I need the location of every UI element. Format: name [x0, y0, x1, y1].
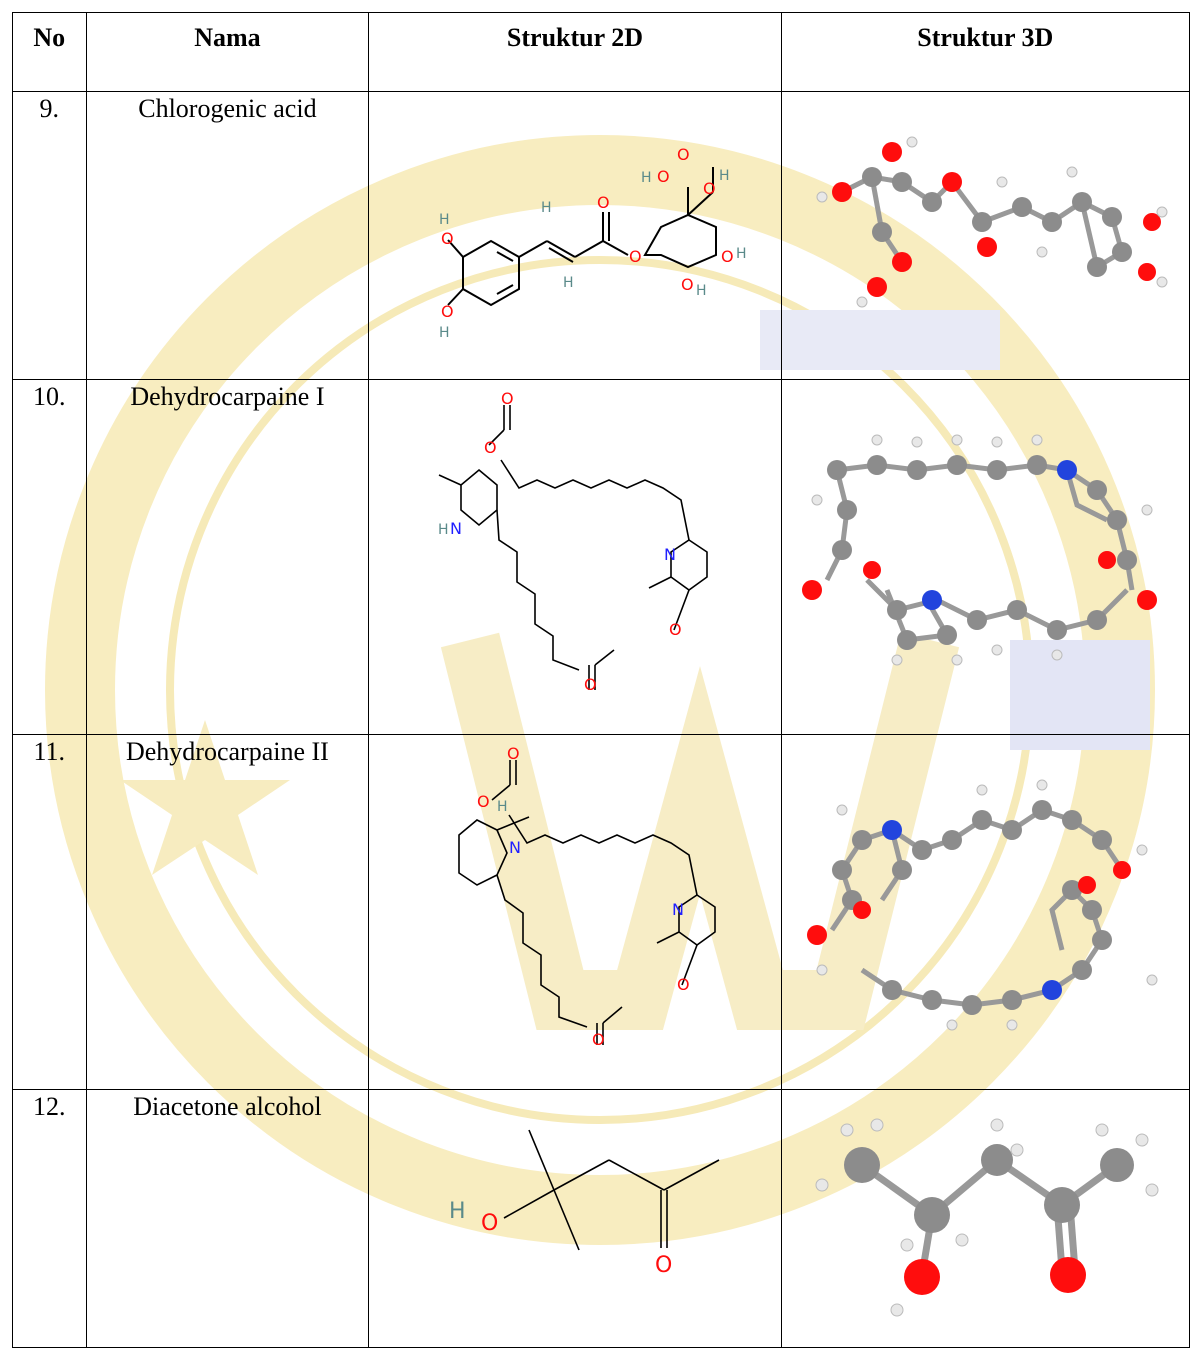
atom-label-oxygen: O — [677, 145, 690, 164]
table-row: 10. Dehydrocarpaine I — [12, 379, 1190, 735]
structure-2d-cell: H O O — [368, 1089, 782, 1348]
atom-label-oxygen: O — [681, 275, 694, 294]
structure-2d-image: O H O H H H O O H O O O H O H O H — [439, 145, 747, 341]
row-number: 11. — [12, 734, 87, 1090]
structure-3d-cell — [780, 91, 1190, 380]
atom-label-nitrogen: N — [450, 519, 462, 538]
atom-label-oxygen: O — [657, 167, 670, 186]
atom-label-oxygen: O — [501, 390, 514, 408]
atom-label-hydrogen: H — [439, 212, 450, 228]
table-header-row: No Nama Struktur 2D Struktur 3D — [12, 12, 1190, 92]
atom-label-oxygen: O — [669, 620, 682, 639]
atom-label-oxygen: O — [677, 975, 690, 994]
atom-label-oxygen: O — [507, 745, 520, 763]
atom-label-hydrogen: H — [641, 170, 652, 186]
atom-label-oxygen: O — [484, 438, 497, 457]
structure-2d-image: H O O — [449, 1129, 720, 1278]
atom-label-oxygen: O — [592, 1030, 605, 1045]
atom-label-nitrogen: N — [664, 545, 676, 564]
table-row: 9. Chlorogenic acid — [12, 91, 1190, 380]
compound-name: Chlorogenic acid — [85, 91, 370, 380]
compound-table: No Nama Struktur 2D Struktur 3D 9. Chlor… — [12, 12, 1190, 1348]
structure-2d-cell: O H O H H H O O H O O O H O H O H — [368, 91, 782, 380]
atom-label-hydrogen: H — [449, 1199, 466, 1224]
structure-3d-image — [806, 779, 1158, 1031]
atom-label-oxygen: O — [441, 229, 454, 248]
header-no: No — [12, 12, 87, 92]
atom-label-nitrogen: N — [672, 900, 684, 919]
header-struktur-2d: Struktur 2D — [368, 12, 782, 92]
row-number: 9. — [12, 91, 87, 380]
atom-label-oxygen: O — [441, 302, 454, 321]
structure-3d-image — [801, 434, 1157, 666]
atom-label-hydrogen: H — [439, 325, 450, 341]
atom-label-hydrogen: H — [438, 522, 449, 538]
atom-label-hydrogen: H — [736, 246, 747, 262]
compound-name: Diacetone alcohol — [85, 1089, 370, 1348]
atom-label-oxygen: O — [703, 179, 716, 198]
atom-label-oxygen: O — [629, 247, 642, 266]
structure-2d-image: O O H N N O O — [458, 745, 717, 1045]
atom-label-hydrogen: H — [541, 200, 552, 216]
header-nama: Nama — [85, 12, 370, 92]
atom-label-nitrogen: N — [509, 838, 521, 857]
atom-label-oxygen: O — [481, 1211, 498, 1236]
structure-2d-cell: O O H N N O O — [368, 734, 782, 1090]
row-number: 10. — [12, 379, 87, 735]
header-struktur-3d: Struktur 3D — [780, 12, 1190, 92]
structure-3d-cell — [780, 379, 1190, 735]
compound-name: Dehydrocarpaine II — [85, 734, 370, 1090]
atom-label-oxygen: O — [597, 193, 610, 212]
atom-label-oxygen: O — [721, 247, 734, 266]
structure-3d-cell — [780, 1089, 1190, 1348]
structure-3d-image — [815, 1118, 1159, 1317]
row-number: 12. — [12, 1089, 87, 1348]
atom-label-oxygen: O — [584, 675, 597, 690]
atom-label-hydrogen: H — [696, 283, 707, 299]
atom-label-oxygen: O — [655, 1253, 672, 1278]
table-row: 11. Dehydrocarpaine II — [12, 734, 1190, 1090]
atom-label-oxygen: O — [477, 792, 490, 811]
atom-label-hydrogen: H — [497, 799, 508, 815]
atom-label-hydrogen: H — [563, 275, 574, 291]
atom-label-hydrogen: H — [719, 168, 730, 184]
structure-3d-image — [816, 136, 1168, 308]
structure-3d-cell — [780, 734, 1190, 1090]
structure-2d-cell: O O H N N O O — [368, 379, 782, 735]
table-row: 12. Diacetone alcohol H O — [12, 1089, 1190, 1348]
structure-2d-image: O O H N N O O — [438, 390, 709, 690]
compound-name: Dehydrocarpaine I — [85, 379, 370, 735]
